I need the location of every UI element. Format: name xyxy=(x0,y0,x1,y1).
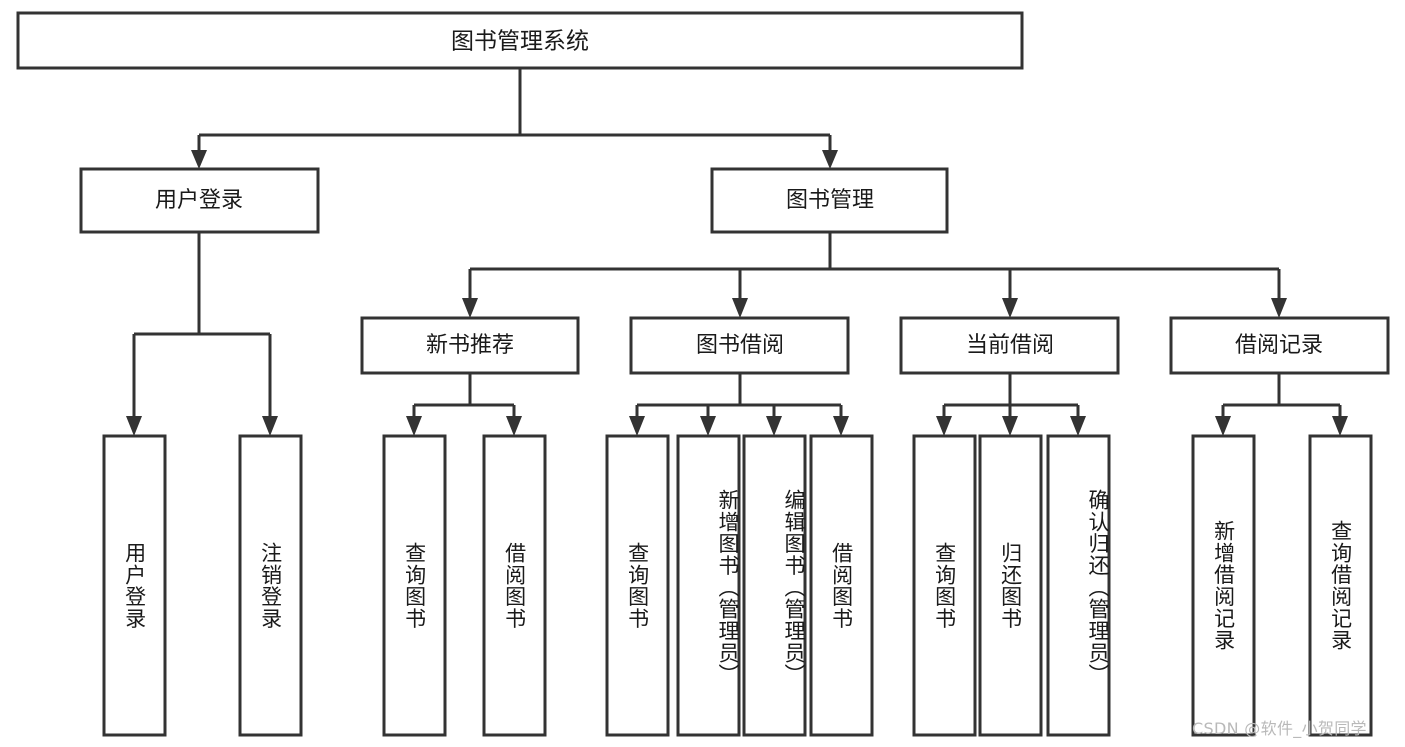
csdn-watermark: CSDN @软件_小贺同学 xyxy=(1192,719,1367,738)
node-current-2[interactable] xyxy=(978,434,1043,737)
arrowhead-bookmgmt-newbook xyxy=(462,298,478,318)
arrowhead-current-leaf2 xyxy=(1002,416,1018,436)
node-layer: 图书管理系统 用户登录 图书管理 新书推荐 图书借阅 当前借阅 借阅记录 xyxy=(16,11,1390,737)
arrowhead-root-to-bookmgmt xyxy=(822,150,838,169)
arrowhead-borrow-leaf4 xyxy=(833,416,849,436)
node-newbook-1[interactable] xyxy=(382,434,447,737)
arrowhead-login-leaf1 xyxy=(126,416,142,436)
node-current-3[interactable] xyxy=(1046,434,1111,737)
node-login-label: 用户登录 xyxy=(155,188,243,213)
node-root-label: 图书管理系统 xyxy=(451,29,589,55)
node-bookmgmt[interactable] xyxy=(710,167,949,234)
node-current-1[interactable] xyxy=(912,434,977,737)
arrowhead-root-to-login xyxy=(191,150,207,169)
arrowhead-newbook-leaf2 xyxy=(506,416,522,436)
node-records-label: 借阅记录 xyxy=(1235,333,1323,358)
arrowhead-current-leaf3 xyxy=(1070,416,1086,436)
node-borrow-1[interactable] xyxy=(605,434,670,737)
node-login-2[interactable] xyxy=(238,434,303,737)
node-newbook-label: 新书推荐 xyxy=(426,333,514,358)
node-current[interactable] xyxy=(899,316,1120,375)
connector-layer xyxy=(126,68,1348,436)
arrowhead-borrow-leaf1 xyxy=(629,416,645,436)
arrowhead-newbook-leaf1 xyxy=(406,416,422,436)
node-login[interactable] xyxy=(79,167,320,234)
arrowhead-bookmgmt-current xyxy=(1002,298,1018,318)
arrowhead-bookmgmt-borrow xyxy=(732,298,748,318)
arrowhead-login-leaf2 xyxy=(262,416,278,436)
node-borrow-2[interactable] xyxy=(676,434,741,737)
node-newbook-2[interactable] xyxy=(482,434,547,737)
node-newbook[interactable] xyxy=(360,316,580,375)
node-borrow-3[interactable] xyxy=(742,434,807,737)
node-borrow-label: 图书借阅 xyxy=(696,333,784,358)
arrowhead-current-leaf1 xyxy=(936,416,952,436)
node-bookmgmt-label: 图书管理 xyxy=(786,188,874,213)
node-login-1[interactable] xyxy=(102,434,167,737)
node-root[interactable] xyxy=(16,11,1024,70)
arrowhead-bookmgmt-records xyxy=(1271,298,1287,318)
node-current-label: 当前借阅 xyxy=(966,333,1054,358)
arrowhead-borrow-leaf3 xyxy=(766,416,782,436)
node-records-1[interactable] xyxy=(1191,434,1256,737)
node-records-2[interactable] xyxy=(1308,434,1373,737)
arrowhead-records-leaf2 xyxy=(1332,416,1348,436)
node-records[interactable] xyxy=(1169,316,1390,375)
node-borrow-4[interactable] xyxy=(809,434,874,737)
node-borrow[interactable] xyxy=(629,316,850,375)
arrowhead-borrow-leaf2 xyxy=(700,416,716,436)
arrowhead-records-leaf1 xyxy=(1215,416,1231,436)
